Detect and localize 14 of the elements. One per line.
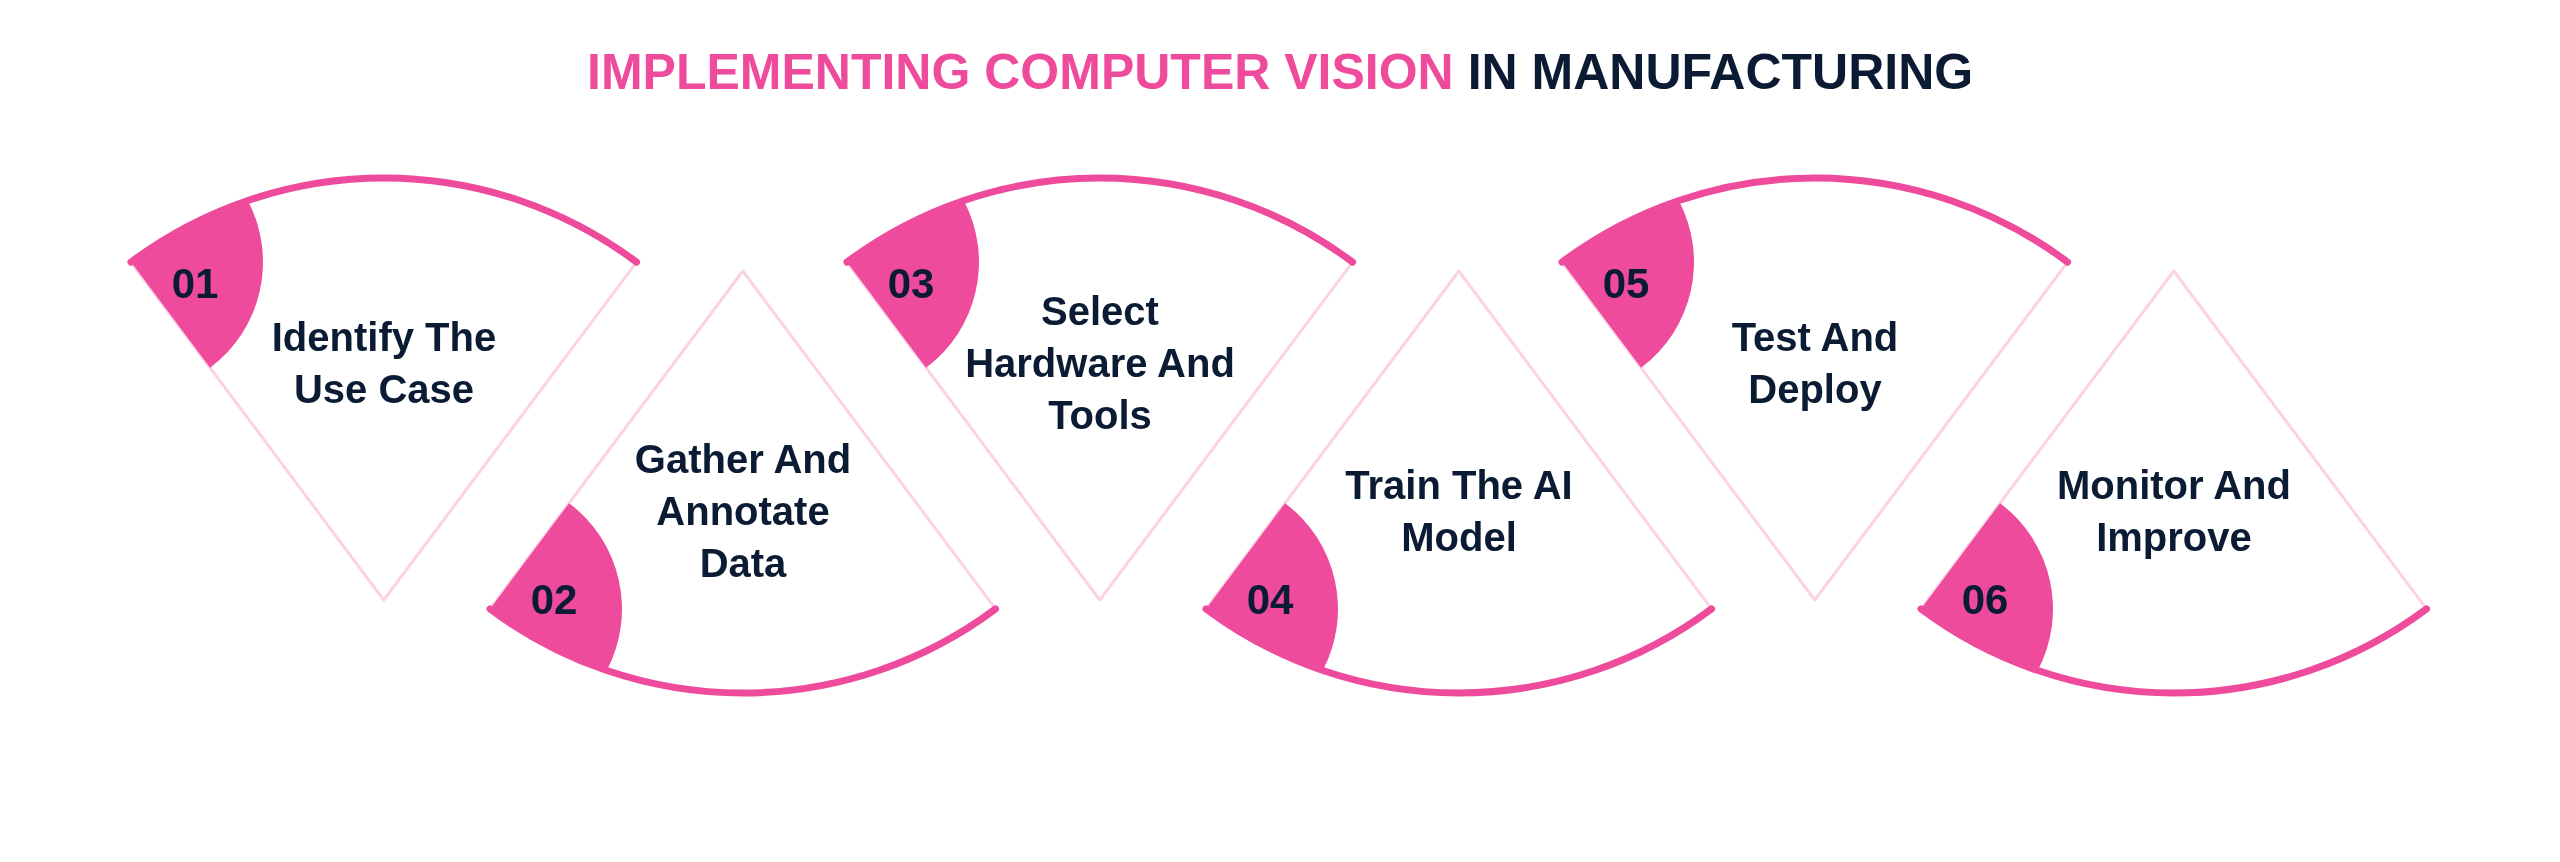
step-number: 05 bbox=[1602, 260, 1650, 309]
step-number: 02 bbox=[530, 575, 578, 625]
step-label: Test And Deploy bbox=[1730, 314, 1900, 413]
step-number: 04 bbox=[1246, 575, 1294, 625]
step-label: Select Hardware And Tools bbox=[964, 288, 1236, 439]
step-number: 06 bbox=[1961, 575, 2009, 625]
title: IMPLEMENTING COMPUTER VISION IN MANUFACTURING bbox=[587, 44, 1974, 102]
step-label: Gather And Annotate Data bbox=[633, 436, 853, 587]
step-label: Train The AI Model bbox=[1344, 462, 1574, 561]
step-label: Identify The Use Case bbox=[270, 314, 498, 413]
step-number: 03 bbox=[887, 260, 935, 309]
step-label: Monitor And Improve bbox=[2055, 462, 2292, 561]
fan-segment bbox=[1915, 266, 2433, 698]
step-number: 01 bbox=[171, 260, 219, 309]
